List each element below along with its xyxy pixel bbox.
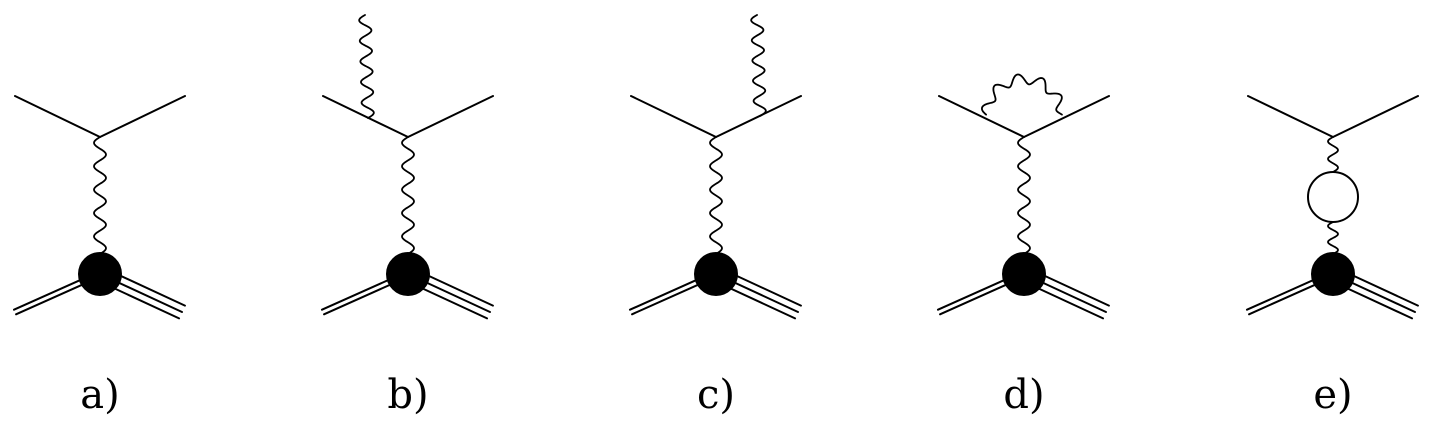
- nucleus-blob: [78, 252, 122, 296]
- incoming-electron-line: [938, 95, 1025, 138]
- exchanged-photon: [401, 136, 415, 255]
- diagram-e-vacuum-polarization: [1245, 95, 1419, 320]
- incoming-electron-line: [630, 95, 717, 138]
- nucleus-blob: [694, 252, 738, 296]
- diagram-a-tree-level: [12, 95, 186, 320]
- emitted-photon: [358, 14, 375, 119]
- exchanged-photon: [709, 136, 723, 255]
- vertex-photon-loop: [981, 73, 1063, 116]
- incoming-electron-line: [1247, 95, 1334, 138]
- outgoing-electron-line: [407, 95, 494, 138]
- caption-c: c): [697, 372, 735, 418]
- exchanged-photon: [1017, 136, 1031, 255]
- diagram-c-photon-emission-outgoing: [628, 14, 802, 320]
- outgoing-electron-line: [715, 95, 802, 138]
- outgoing-electron-line: [1332, 95, 1419, 138]
- caption-b: b): [387, 372, 428, 418]
- nucleus-blob: [1002, 252, 1046, 296]
- exchanged-photon: [93, 136, 107, 255]
- emitted-photon: [750, 14, 767, 117]
- outgoing-electron-line: [1023, 95, 1110, 138]
- incoming-electron-line: [322, 95, 409, 138]
- caption-a: a): [80, 372, 119, 418]
- exchanged-photon-lower: [1327, 221, 1339, 255]
- incoming-electron-line: [14, 95, 101, 138]
- diagram-d-vertex-correction: [936, 73, 1110, 320]
- caption-d: d): [1003, 372, 1044, 418]
- diagram-b-photon-emission-incoming: [320, 14, 494, 320]
- caption-e: e): [1313, 372, 1352, 418]
- nucleus-blob: [1311, 252, 1355, 296]
- outgoing-electron-line: [99, 95, 186, 138]
- nucleus-blob: [386, 252, 430, 296]
- exchanged-photon-upper: [1327, 136, 1339, 173]
- fermion-loop: [1307, 171, 1359, 223]
